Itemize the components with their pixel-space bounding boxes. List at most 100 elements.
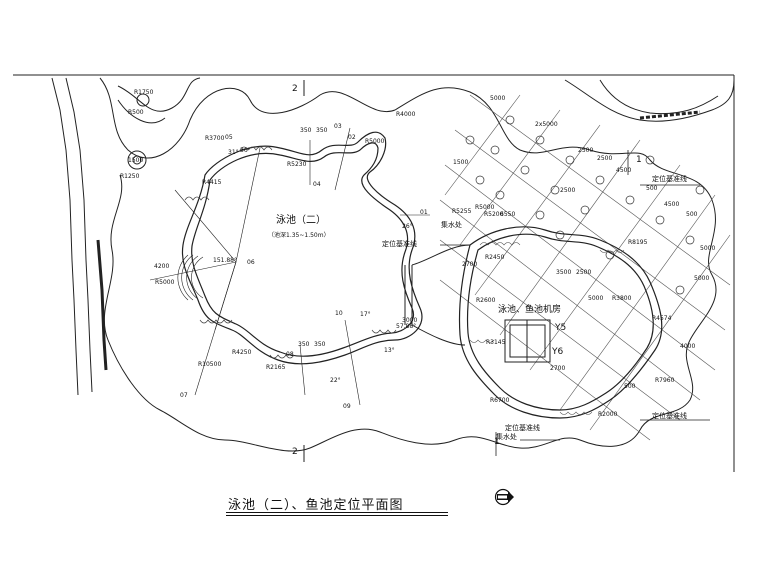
dim-span: 500 xyxy=(646,185,658,192)
baseline-label-lower-right: 定位基准线 xyxy=(652,412,687,420)
dim-radius: R1750 xyxy=(134,89,154,96)
dim-misc: 500 xyxy=(624,383,636,390)
dim-radius: R5200 xyxy=(484,211,504,218)
machine-room-label: 泳池、鱼池机房 xyxy=(498,305,562,315)
dim-angle: 151.88° xyxy=(213,257,237,264)
dim-misc: 1500 xyxy=(453,159,469,166)
dim-span: 2500 xyxy=(578,147,594,154)
dim-angle: 22° xyxy=(330,377,341,384)
fish-pond-rock-texture xyxy=(469,242,625,415)
lawn-boundary xyxy=(99,77,717,452)
dim-radius: R2000 xyxy=(598,411,618,418)
dim-span: 2500 xyxy=(597,155,613,162)
baseline-label-mid: 定位基准线 xyxy=(382,240,417,248)
dim-radius: R2600 xyxy=(476,297,496,304)
baseline-label-top-right: 定位基准线 xyxy=(652,175,687,183)
stone-edge-texture xyxy=(184,146,397,359)
sump-label: 集水处 xyxy=(441,221,462,229)
dim-angle: 13° xyxy=(384,347,395,354)
dim-span: 1500 xyxy=(128,157,144,164)
dim-misc: 2700 xyxy=(550,365,566,372)
dim-misc: 2700 xyxy=(462,261,478,268)
point-label: 10 xyxy=(335,310,343,317)
dim-misc: 6550 xyxy=(500,211,516,218)
north-arrow-icon xyxy=(494,488,514,506)
dim-span: 2x5000 xyxy=(535,121,558,128)
road-edge xyxy=(51,77,108,396)
dim-radius: R5255 xyxy=(452,208,472,215)
machine-room xyxy=(504,319,551,363)
dim-span: 3500 xyxy=(556,269,572,276)
dim-radius: R10500 xyxy=(198,361,222,368)
dimension-lines-pool xyxy=(149,127,430,406)
dim-span: 4000 xyxy=(680,343,696,350)
dim-radius: R6700 xyxy=(490,397,510,404)
dim-angle: 17° xyxy=(360,311,371,318)
pool-name: 泳池（二） xyxy=(276,215,326,226)
dim-radius: R3800 xyxy=(612,295,632,302)
sump-label-lower: 集水处 xyxy=(496,433,517,441)
dim-span: 3000 xyxy=(402,317,418,324)
grid-tree-circles xyxy=(465,115,705,295)
dim-radius: R3145 xyxy=(486,339,506,346)
swimming-pool-outline xyxy=(181,131,423,365)
dim-radius: R2450 xyxy=(485,254,505,261)
section-mark-bottom: 2 xyxy=(292,447,298,457)
dim-span: 2500 xyxy=(576,269,592,276)
dim-radius: R5000 xyxy=(475,204,495,211)
dim-span: 350 xyxy=(300,127,312,134)
dim-radius: R4415 xyxy=(202,179,222,186)
dim-angle: 57.88° xyxy=(396,323,417,330)
baseline-leaders xyxy=(440,150,710,456)
point-label: 03 xyxy=(334,123,342,130)
dim-span: 5000 xyxy=(490,95,506,102)
dim-radius: R4250 xyxy=(232,349,252,356)
dim-span: 2500 xyxy=(560,187,576,194)
dim-radius: R5230 xyxy=(287,161,307,168)
point-label: Y5 xyxy=(555,323,567,333)
dim-radius: R500 xyxy=(128,109,144,116)
drawing-frame xyxy=(13,74,735,472)
point-label: 02 xyxy=(348,134,356,141)
point-label: 04 xyxy=(313,181,321,188)
tree-symbols-left xyxy=(127,93,150,170)
planting-area-upper-right xyxy=(564,79,735,122)
point-label: Y6 xyxy=(552,347,564,357)
point-label: 08 xyxy=(286,351,294,358)
point-label: 07 xyxy=(180,392,188,399)
dim-span: 4500 xyxy=(664,201,680,208)
dim-span: 5000 xyxy=(694,275,710,282)
dim-radius: R5000 xyxy=(155,279,175,286)
dim-span: 5000 xyxy=(588,295,604,302)
dim-radius: R1250 xyxy=(120,173,140,180)
dim-angle: 36° xyxy=(240,147,251,154)
plan-title: 泳池（二）、鱼池定位平面图 xyxy=(228,498,404,513)
point-label: 06 xyxy=(247,259,255,266)
dim-radius: R5000 xyxy=(365,138,385,145)
fish-pond-outline xyxy=(458,226,663,419)
point-label: 01 xyxy=(420,209,428,216)
dim-radius: R8195 xyxy=(628,239,648,246)
dim-angle: 31° xyxy=(228,149,239,156)
dim-span: 350 xyxy=(316,127,328,134)
title-underline xyxy=(226,512,448,516)
dim-span: 4200 xyxy=(154,263,170,270)
dim-angle: 26° xyxy=(402,223,413,230)
dim-span: 4500 xyxy=(616,167,632,174)
section-mark-right-top: 1 xyxy=(636,155,642,165)
dim-radius: R4574 xyxy=(652,315,672,322)
dim-radius: R2165 xyxy=(266,364,286,371)
dim-radius: R7960 xyxy=(655,377,675,384)
section-mark-top: 2 xyxy=(292,84,298,94)
dim-span: 500 xyxy=(686,211,698,218)
dim-misc: 5000 xyxy=(700,245,716,252)
layout-grid xyxy=(439,94,731,441)
connecting-walkway xyxy=(404,244,471,346)
point-label: 05 xyxy=(225,134,233,141)
point-label: 09 xyxy=(343,403,351,410)
dim-radius: R4000 xyxy=(396,111,416,118)
section-mark-right-bottom: 1 xyxy=(494,437,500,447)
baseline-label-bottom: 定位基准线 xyxy=(505,424,540,432)
pool-depth-note: （池深1.35~1.50m） xyxy=(268,232,330,239)
